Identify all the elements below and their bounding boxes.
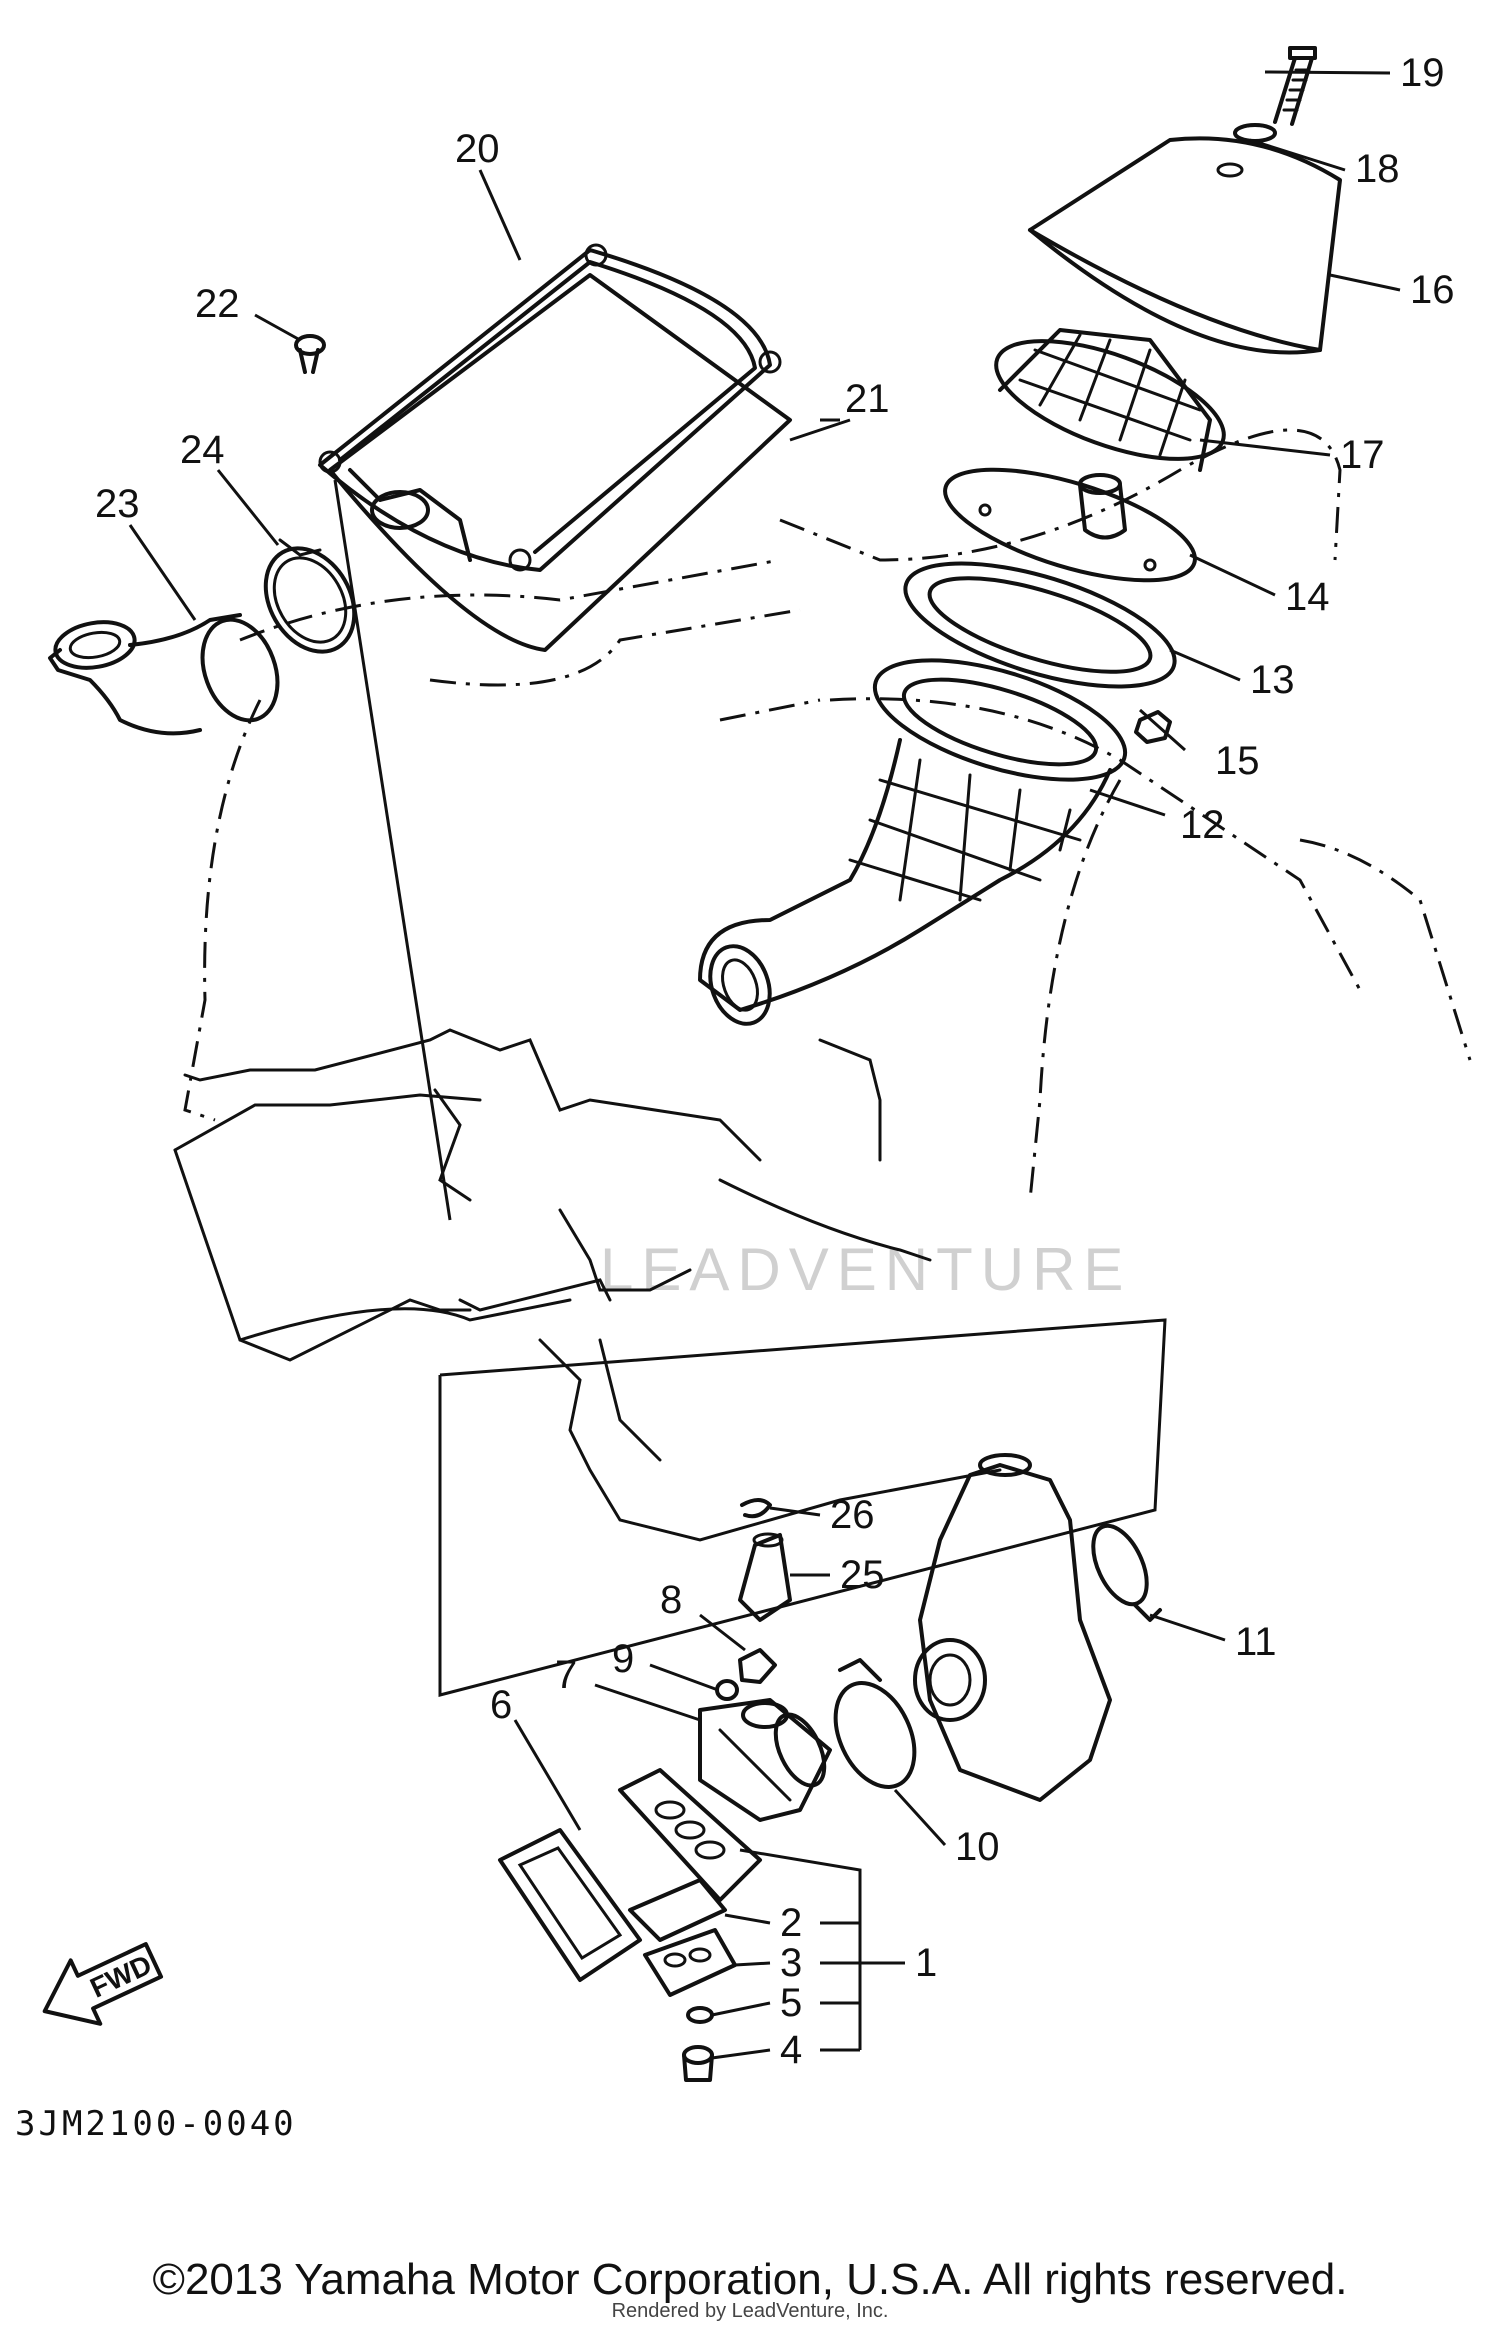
washer-18 (1233, 123, 1277, 143)
callout-26: 26 (830, 1493, 875, 1537)
cone-cover-16 (1028, 136, 1342, 355)
callout-1: 1 (915, 1941, 937, 1985)
callout-10: 10 (955, 1825, 1000, 1869)
intake-duct-12 (698, 658, 1128, 1026)
watermark: LEADVENTURE (600, 1236, 1131, 1303)
washer-9 (715, 1679, 739, 1701)
callout-21: 21 (845, 377, 890, 421)
bolt-8 (738, 1648, 777, 1684)
clamp-11 (1091, 1523, 1162, 1622)
clip-26 (740, 1498, 772, 1519)
stopper-2 (628, 1878, 727, 1942)
callout-20: 20 (455, 127, 500, 171)
callout-8: 8 (660, 1578, 682, 1622)
callout-16: 16 (1410, 268, 1455, 312)
copyright-notice: ©2013 Yamaha Motor Corporation, U.S.A. A… (152, 2255, 1348, 2304)
screw-22 (294, 334, 326, 374)
clamp-24 (263, 538, 357, 654)
reed-block (618, 1768, 762, 1902)
callout-6: 6 (490, 1683, 512, 1727)
callout-11: 11 (1235, 1620, 1277, 1664)
intake-elbow-23 (48, 613, 280, 736)
reference-line (333, 479, 452, 1221)
fwd-arrow-icon: FWD (42, 1942, 164, 2026)
callout-5: 5 (780, 1981, 802, 2025)
gasket-6 (498, 1828, 642, 1982)
washer-5 (686, 2006, 714, 2024)
rendered-by-notice: Rendered by LeadVenture, Inc. (611, 2300, 889, 2322)
callout-25: 25 (840, 1553, 885, 1597)
callout-18: 18 (1355, 147, 1400, 191)
callouts: 19 18 16 17 14 13 15 12 20 21 22 24 23 2… (95, 51, 1455, 2072)
callout-24: 24 (180, 428, 225, 472)
deck-tray (173, 1028, 1002, 1542)
callout-9: 9 (612, 1637, 634, 1681)
callout-7: 7 (555, 1653, 577, 1697)
callout-13: 13 (1250, 658, 1295, 702)
callout-4: 4 (780, 2028, 802, 2072)
hull-outline (183, 428, 1472, 1201)
air-box-cover-20 (318, 243, 782, 572)
screw-4 (682, 2045, 714, 2082)
callout-15: 15 (1215, 739, 1260, 783)
callout-17: 17 (1340, 433, 1385, 477)
callout-23: 23 (95, 482, 140, 526)
diagram-code: 3JM2100-0040 (15, 2104, 297, 2144)
callout-12: 12 (1180, 803, 1225, 847)
nut-15 (1134, 710, 1172, 744)
gasket-21 (328, 273, 792, 652)
bolt-19 (1273, 46, 1317, 126)
mounting-plate-14 (943, 467, 1197, 583)
flame-arrester-cage-17 (994, 328, 1226, 472)
callout-3: 3 (780, 1941, 802, 1985)
callout-2: 2 (780, 1901, 802, 1945)
inset-frame (438, 1318, 1167, 1697)
manifold-7 (698, 1698, 832, 1822)
hose-25 (738, 1532, 792, 1622)
callout-19: 19 (1400, 51, 1445, 95)
clamp-10 (833, 1658, 917, 1789)
callout-14: 14 (1285, 575, 1330, 619)
callout-22: 22 (195, 282, 240, 326)
gasket-13 (903, 561, 1177, 689)
carburetor (913, 1453, 1112, 1802)
